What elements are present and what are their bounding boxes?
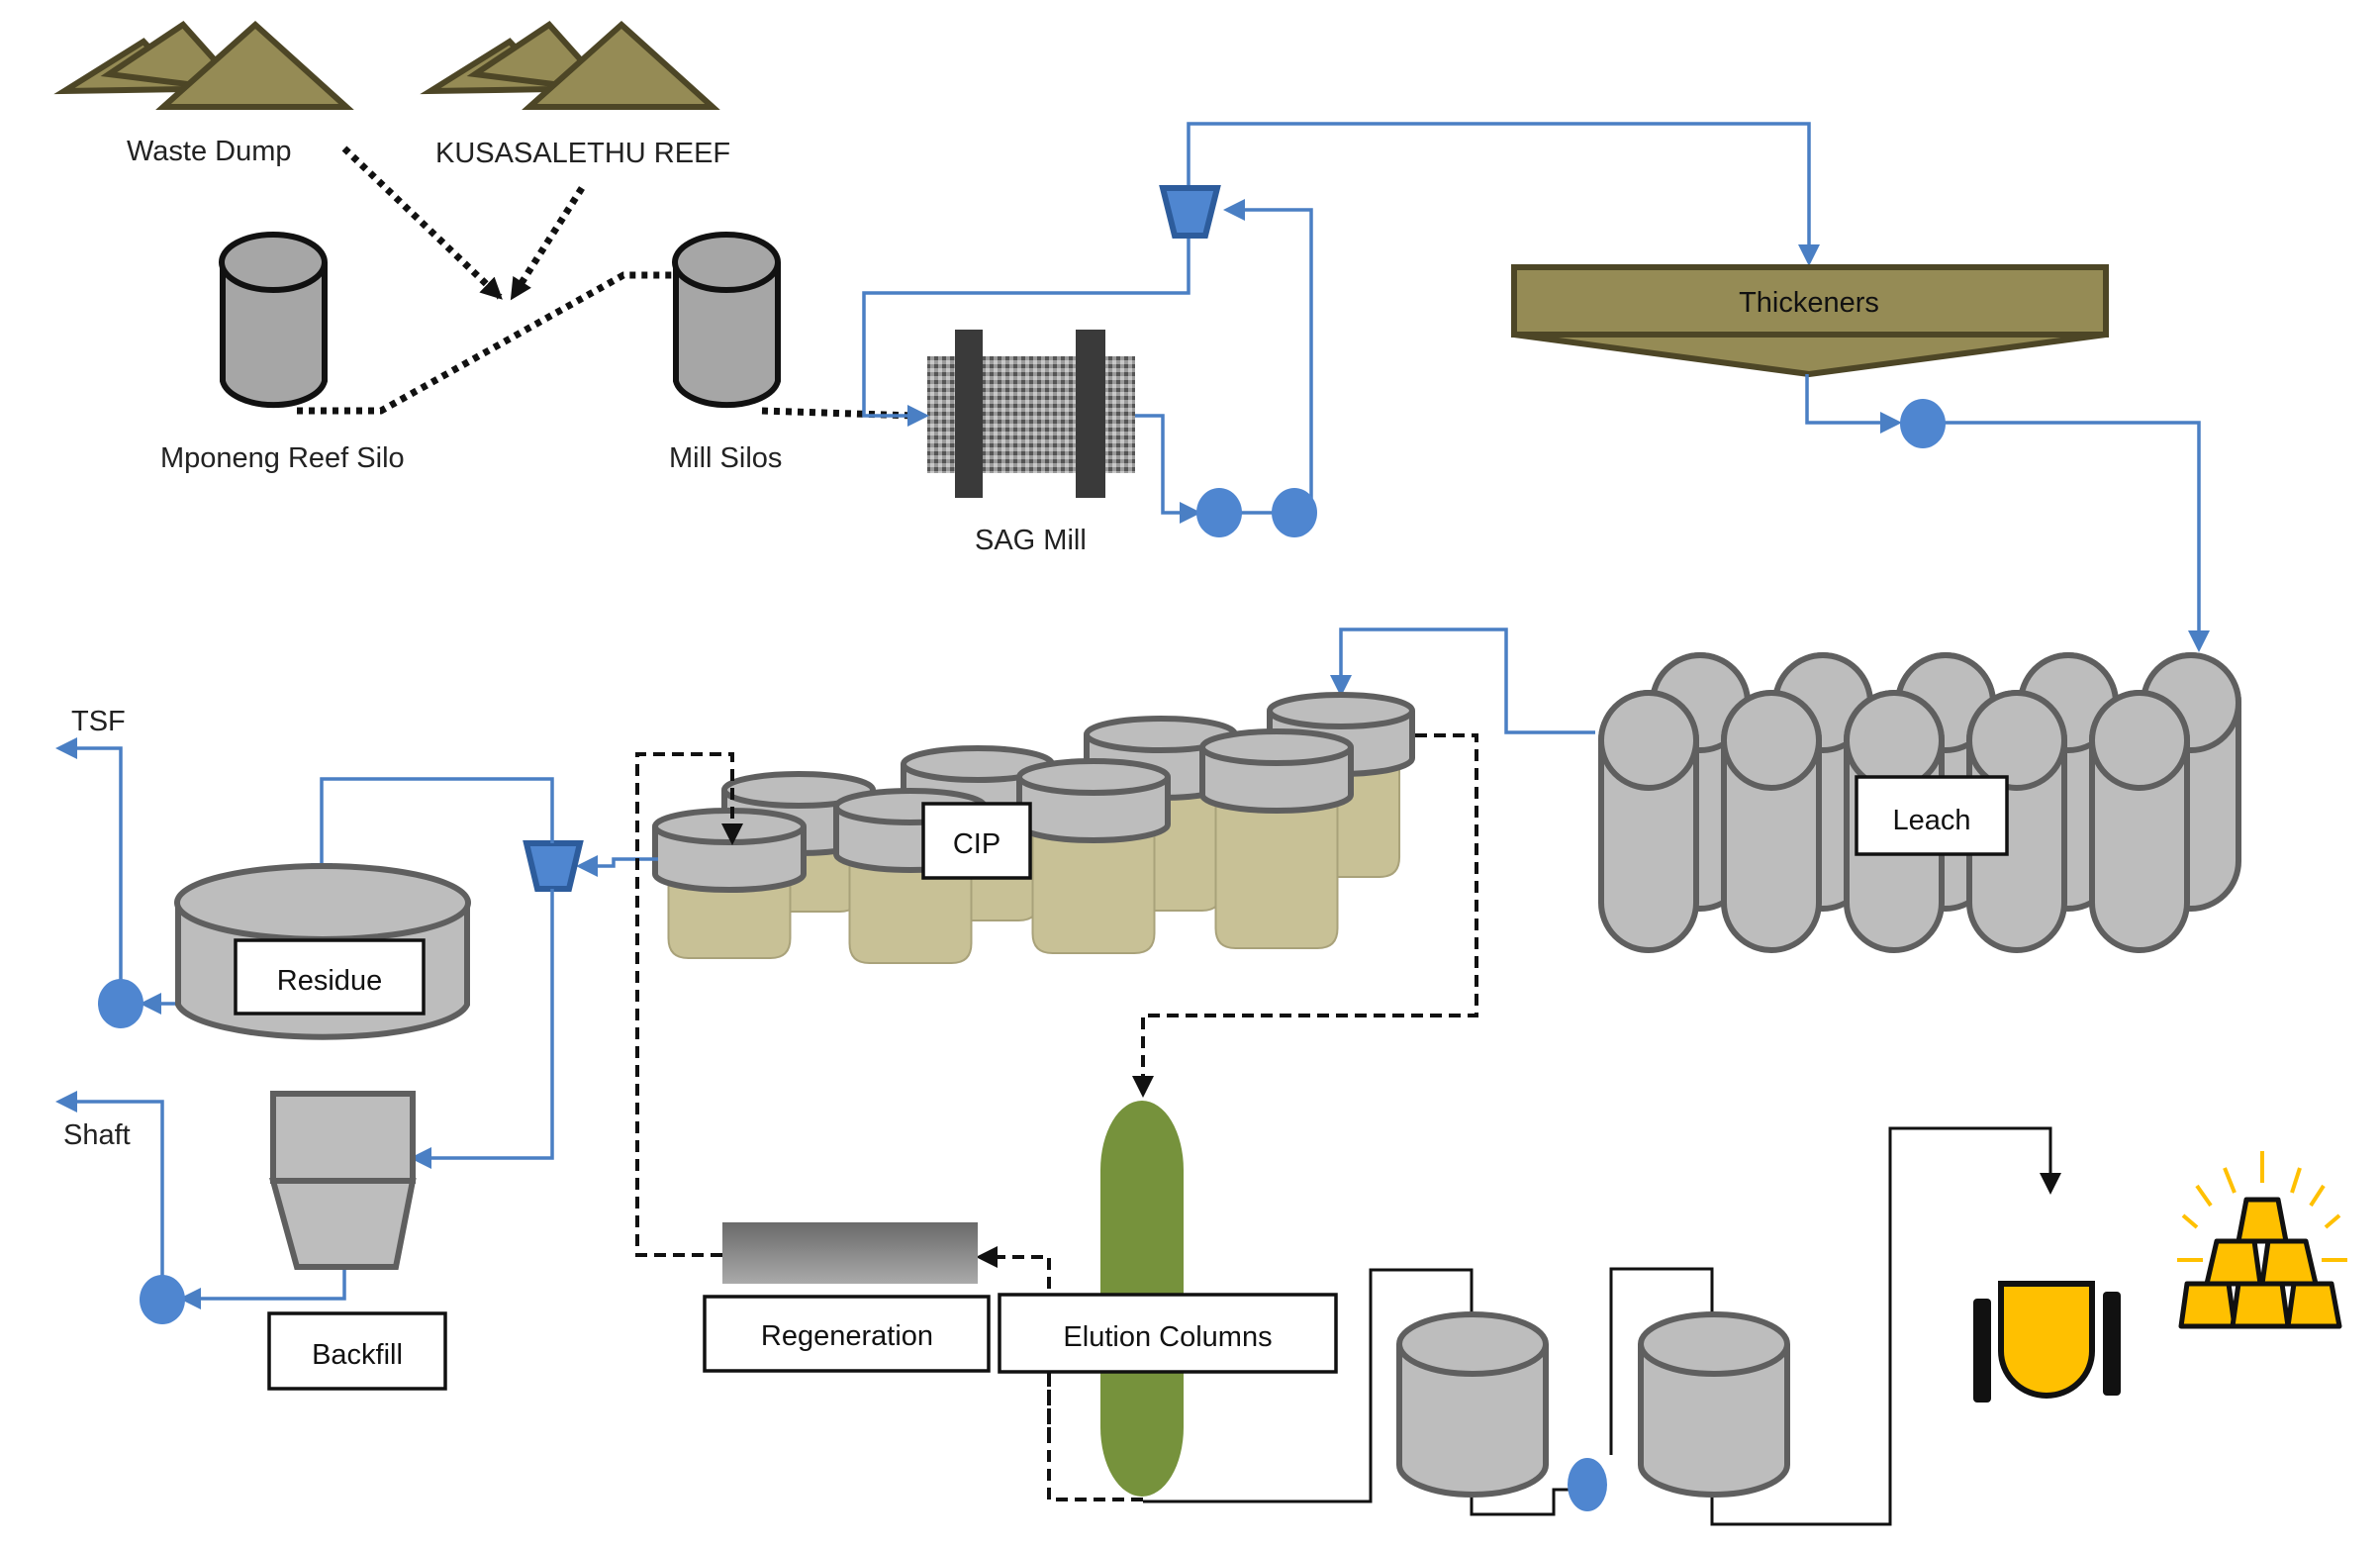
tails-cyclone-icon [523, 840, 584, 892]
ore-conveyor-lines [297, 145, 916, 420]
thickeners-label: Thickeners [1739, 287, 1879, 319]
thickener-icon [1511, 264, 2109, 377]
cip-tank-front-3-top [1016, 758, 1171, 796]
cip-label: CIP [953, 828, 1000, 860]
residue-label-box [234, 938, 426, 1016]
shaft-pump-icon [140, 1275, 185, 1324]
mill-silo-icon [672, 232, 781, 409]
thickener-underflow-lines [1805, 374, 2210, 652]
cip-tank-back-4-top [1267, 692, 1415, 729]
cip-tank-front-1-body [667, 873, 792, 959]
cyclone-icon [1159, 185, 1221, 239]
electrowinning-tank-1-icon [1396, 1311, 1549, 1498]
cip-tank-front-2-body [848, 853, 973, 964]
backfill-label-box [267, 1311, 447, 1391]
regeneration-label: Regeneration [761, 1320, 933, 1352]
regeneration-label-box [703, 1295, 991, 1373]
carbon-circuit-lines [635, 733, 1478, 1501]
tails-flow-lines [55, 737, 554, 1309]
cip-tails-line [576, 855, 658, 877]
leach-tank-front-3-top [1844, 690, 1945, 791]
cip-tank-front-4-top [1199, 728, 1354, 766]
cip-tank-front-1-top [652, 808, 807, 845]
mponeng-reef-silo-label: Mponeng Reef Silo [160, 442, 405, 474]
waste-dump-label: Waste Dump [127, 136, 292, 167]
cip-tank-front-4-body [1214, 794, 1339, 949]
leach-tanks-icon [1598, 652, 2241, 953]
leach-tank-front-2-top [1721, 690, 1822, 791]
gold-bars-icon [2177, 1151, 2347, 1329]
mill-discharge-pump-icon [1196, 488, 1242, 537]
kusasalethu-reef-stockpile-icon [420, 20, 720, 110]
elution-columns-label-box [998, 1293, 1338, 1374]
electrowinning-tank-2-icon [1638, 1311, 1790, 1498]
cip-tank-front-3-body [1031, 823, 1156, 954]
cyclone-feed-pump-icon [1272, 488, 1317, 537]
sag-mill-label: SAG Mill [975, 525, 1087, 556]
mill-silos-label: Mill Silos [669, 442, 782, 474]
cip-tank-back-1-top [721, 771, 876, 809]
leach-tank-front-4-top [1966, 690, 2067, 791]
waste-dump-stockpile-icon [53, 20, 354, 110]
leach-label: Leach [1892, 805, 1970, 836]
gold-recovery-lines [1143, 1126, 2061, 1526]
leach-label-box [1855, 775, 2009, 856]
electrowinning-pump-icon [1568, 1458, 1607, 1511]
leach-tank-front-5-top [2089, 690, 2190, 791]
sag-mill-icon [927, 330, 1135, 498]
regeneration-kiln-icon [722, 1222, 978, 1284]
kusasalethu-reef-label: KUSASALETHU REEF [435, 138, 730, 169]
thickener-underflow-pump-icon [1900, 399, 1946, 448]
cip-label-box [921, 802, 1032, 880]
tsf-label: TSF [71, 706, 126, 737]
residue-label: Residue [277, 965, 382, 997]
backfill-label: Backfill [312, 1339, 403, 1371]
leach-tank-front-1-top [1598, 690, 1699, 791]
cip-tanks-icon [652, 692, 1415, 964]
tsf-pump-icon [98, 979, 143, 1028]
backfill-hopper-icon [269, 1091, 417, 1270]
mponeng-reef-silo-icon [219, 232, 328, 409]
elution-columns-label: Elution Columns [1063, 1321, 1272, 1353]
smelting-furnace-icon [1973, 1281, 2121, 1403]
leach-to-cip-line [1330, 628, 1595, 734]
shaft-label: Shaft [63, 1119, 131, 1151]
